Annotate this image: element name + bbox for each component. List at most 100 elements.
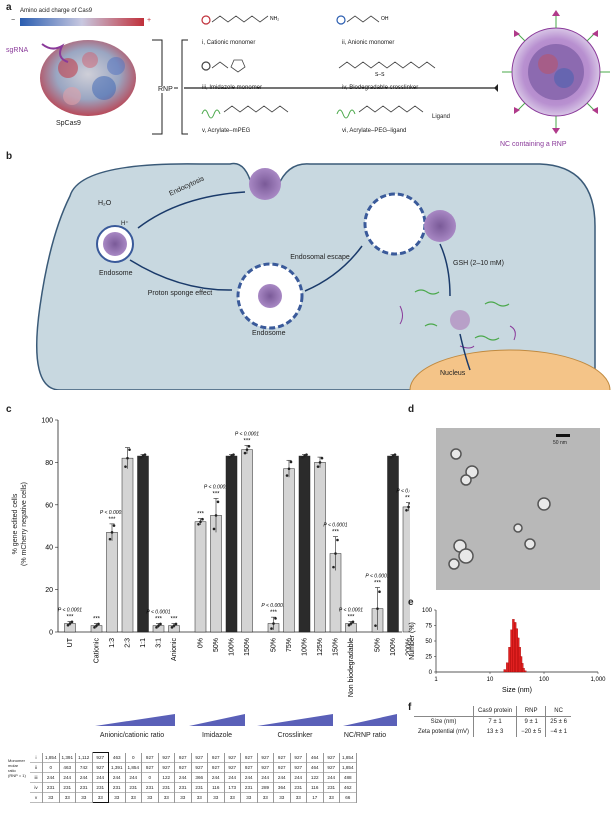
chart-c-data-point (376, 607, 379, 610)
chart-e-x-tick-label: 10 (487, 677, 494, 683)
chart-c-data-point (287, 467, 291, 471)
charge-gradient-bar (20, 18, 144, 26)
chart-c-p-value: P < 0.0001 (146, 610, 170, 616)
endosome-1-label: Endosome (99, 270, 133, 277)
monomer-table-cell: 231 (42, 782, 60, 793)
table-f-cell: 7 ± 1 (473, 716, 517, 727)
chart-c-category-label: 0% (198, 638, 205, 648)
monomer-table-cell: 244 (257, 772, 274, 783)
monomer-table-cell: 1,854 (339, 762, 357, 773)
chart-c-significance-stars: *** (212, 491, 220, 497)
chart-c-data-point (405, 509, 408, 512)
monomer-table-cell: 464 (306, 752, 324, 763)
chart-c-category-label: UT (67, 637, 74, 647)
monomer-table-cell: 364 (273, 782, 291, 793)
table-f-header-nc: NC (545, 706, 572, 717)
chart-c-data-point (336, 538, 339, 542)
h2o-label: H₂O (98, 200, 112, 207)
chart-c-p-value: P < 0.0001 (235, 431, 259, 437)
chart-c-data-point (232, 453, 235, 456)
monomer-table-cell: 927 (290, 762, 307, 773)
table-f-cell: Size (nm) (430, 719, 457, 725)
monomer-table-cell: 33 (207, 792, 225, 803)
group-label-imidazole: Imidazole (202, 732, 232, 739)
chart-c-y-tick-label: 60 (45, 502, 53, 509)
chart-c-data-point (110, 531, 114, 534)
chart-c-data-point (334, 552, 337, 555)
ratio-wedges (95, 714, 397, 726)
chart-c-significance-stars: *** (93, 617, 101, 623)
chart-c-data-point (124, 465, 127, 468)
hplus-label: H⁺ (121, 221, 129, 227)
chart-c-y-tick-label: 0 (49, 630, 53, 637)
monomer-table-cell: 231 (91, 782, 109, 793)
chart-c-data-point (245, 448, 249, 451)
chart-c-data-point (318, 461, 322, 464)
charge-minus: − (11, 17, 16, 24)
spcas9-label: SpCas9 (56, 120, 81, 127)
chart-c-data-point (201, 517, 204, 521)
monomer-table-cell: 17 (306, 792, 324, 803)
monomer-table-cell: 927 (191, 752, 208, 763)
chart-c-bar (121, 457, 134, 633)
monomer-table-cell: 244 (125, 772, 142, 783)
monomer-table-cell: 464 (306, 762, 324, 773)
anionic-monomer-structure-icon: OH (336, 15, 389, 25)
chart-c-ylabel-line1: % gene edited cells (12, 493, 19, 555)
chart-c-bar (314, 462, 326, 633)
monomer-table-cell: 33 (240, 792, 258, 803)
chart-c-data-point (243, 451, 247, 455)
chart-e-xlabel: Size (nm) (502, 687, 532, 694)
chart-c-category-label: 50% (375, 638, 382, 652)
chart-c-significance-stars: *** (243, 438, 251, 444)
chart-c-bar (298, 455, 311, 633)
chart-c-data-point (391, 454, 395, 458)
chart-c-ylabel: % gene edited cells (% mCherry negative … (11, 454, 29, 594)
chart-c-category-label: 200% (406, 638, 411, 656)
chart-e-bar (522, 668, 525, 673)
monomer-table-cell: 116 (207, 782, 225, 793)
chart-c-bar (387, 455, 399, 633)
endosome-2-label: Endosome (252, 330, 286, 337)
monomer-table-cell: 927 (91, 752, 109, 763)
chart-c-data-point (272, 622, 275, 625)
chart-c-category-label: 50% (271, 638, 278, 652)
chart-c-data-point (70, 620, 74, 624)
chart-c-category-label: 3:1 (156, 638, 163, 648)
monomer-table-cell: 927 (141, 762, 159, 773)
monomer-table-cell: 244 (224, 772, 241, 783)
monomer-table-cell: 927 (323, 762, 340, 773)
chart-c-data-point (320, 456, 324, 460)
chart-c-p-value: P < 0.0001 (339, 607, 363, 613)
chart-c-data-point (393, 453, 397, 456)
chart-c-bar (283, 468, 295, 633)
monomer-table-cell: 463 (59, 762, 76, 773)
monomer-table-cell: 927 (207, 752, 225, 763)
monomer-table-cell: 33 (108, 792, 126, 803)
monomer-vi-label: vi, Acrylate–PEG–ligand (342, 128, 407, 134)
rnp-label: RNP (157, 86, 174, 93)
table-f-cell: −20 ± 5 (516, 727, 546, 737)
charge-plus: + (147, 17, 152, 24)
tem-scale-bar-label: 50 nm (553, 440, 567, 446)
chart-c-y-tick-label: 80 (45, 460, 53, 467)
nanocapsule-image (502, 10, 610, 134)
monomer-table-row-label: v (30, 792, 43, 803)
chart-c-category-label: 100% (390, 638, 397, 656)
monomer-table-cell: 231 (158, 782, 175, 793)
tem-image (436, 428, 600, 590)
panel-b-label: b (6, 151, 13, 162)
spcas9-structure-image (40, 40, 136, 116)
chart-c-data-point (112, 524, 116, 527)
monomer-table-cell: 33 (290, 792, 307, 803)
chart-c-data-point (347, 623, 351, 627)
chart-c-p-value: P < 0.0001 (204, 484, 228, 490)
row-header: Monomer molar ratio (RNP = 1) (8, 758, 26, 778)
chart-c-data-point (305, 453, 308, 456)
svg-text:NH₂: NH₂ (270, 16, 279, 22)
monomer-table-cell: 33 (91, 792, 109, 803)
cell-illustration (35, 162, 611, 390)
monomer-table-row-label: iv (30, 782, 43, 793)
monomer-table-cell: 33 (75, 792, 93, 803)
monomer-table-cell: 927 (323, 752, 340, 763)
